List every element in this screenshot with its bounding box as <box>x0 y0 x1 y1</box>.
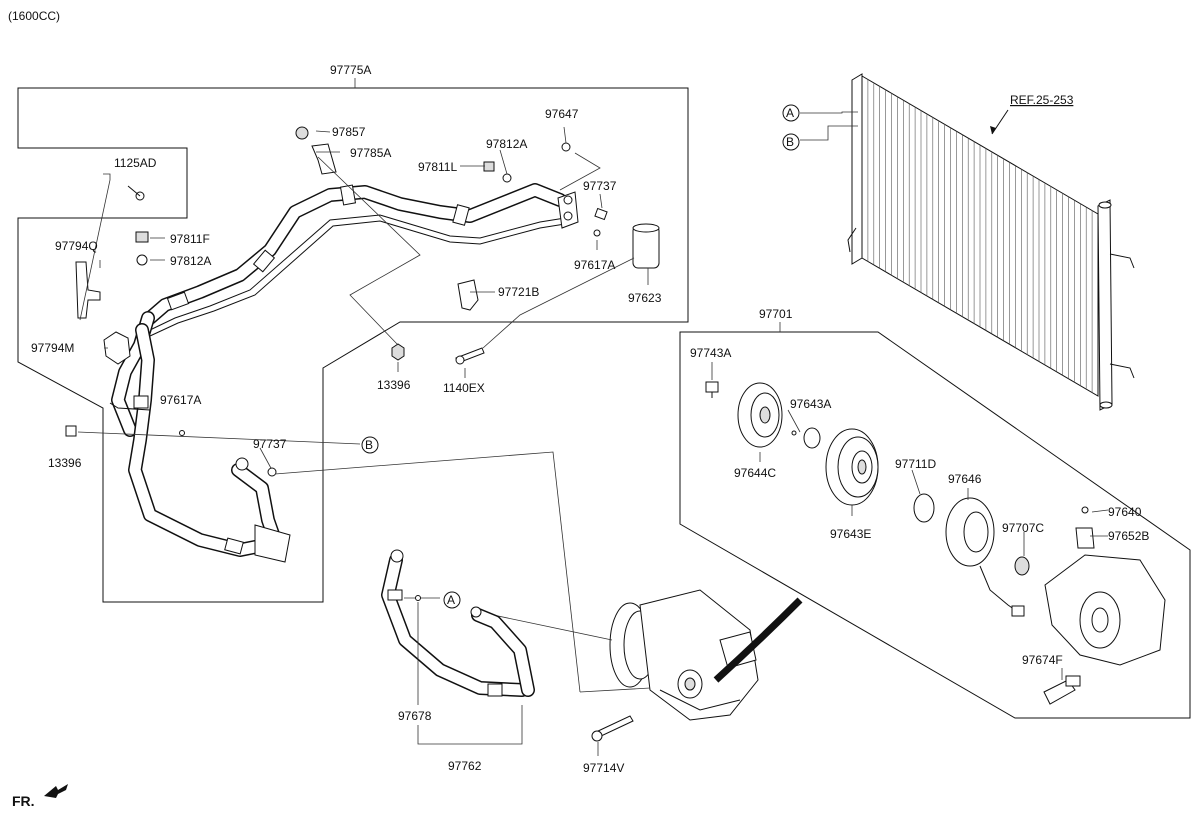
oring-97617A-top[interactable] <box>593 229 601 237</box>
part-97647-label[interactable]: 97647 <box>545 107 579 121</box>
part-97794Q-label[interactable]: 97794Q <box>55 239 98 253</box>
part-97617A-left-label[interactable]: 97617A <box>160 393 201 407</box>
cap-97857[interactable] <box>295 126 309 140</box>
part-97811L-label[interactable]: 97811L <box>418 160 457 174</box>
hose-assembly-97762[interactable] <box>381 549 535 697</box>
part-97762-label[interactable]: 97762 <box>448 759 482 773</box>
bolt-97714V[interactable] <box>591 715 634 742</box>
connector-b-letter: B <box>365 438 373 452</box>
part-97721B-label[interactable]: 97721B <box>498 285 539 299</box>
part-97743A-label[interactable]: 97743A <box>690 346 731 360</box>
bolt-97647[interactable] <box>561 142 571 152</box>
condenser[interactable] <box>847 73 1135 411</box>
bolt-97743A[interactable] <box>705 381 719 398</box>
part-13396-center-label[interactable]: 13396 <box>377 378 411 392</box>
receiver-drier-97623[interactable] <box>632 223 660 269</box>
bracket-97794Q[interactable] <box>75 261 101 319</box>
hose-assembly-upper[interactable] <box>143 183 579 337</box>
reference-label[interactable]: REF.25-253 <box>1010 93 1074 107</box>
belt <box>713 597 803 683</box>
part-97711D-label[interactable]: 97711D <box>895 457 936 471</box>
nut-97811L[interactable] <box>483 161 495 172</box>
part-13396-left-label[interactable]: 13396 <box>48 456 82 470</box>
part-97643E-label[interactable]: 97643E <box>830 527 871 541</box>
liquid-line[interactable] <box>231 457 291 563</box>
part-97857-label[interactable]: 97857 <box>332 125 366 139</box>
connector-b-marker-left: B <box>361 436 379 454</box>
part-1140EX-label[interactable]: 1140EX <box>443 381 485 395</box>
part-97623-label[interactable]: 97623 <box>628 291 662 305</box>
connector-a-marker-bottom: A <box>443 591 461 609</box>
part-97811F-label[interactable]: 97811F <box>170 232 210 246</box>
hose-assembly-left[interactable] <box>109 311 272 557</box>
connector-a-letter-bottom: A <box>447 593 455 607</box>
seal-97737-top[interactable] <box>594 207 608 221</box>
part-97785A-label[interactable]: 97785A <box>350 146 391 160</box>
nut-13396-center[interactable] <box>391 343 405 361</box>
connector-b-marker-right: B <box>782 133 800 151</box>
bolt-1140EX[interactable] <box>455 347 485 365</box>
pulley-97643E[interactable] <box>825 428 879 506</box>
part-97714V-label[interactable]: 97714V <box>583 761 624 775</box>
part-1125AD-label[interactable]: 1125AD <box>114 156 157 170</box>
group-97701-outline <box>679 331 1191 719</box>
part-97775A-label[interactable]: 97775A <box>330 63 371 77</box>
bracket-97652B[interactable] <box>1075 527 1095 549</box>
field-coil-97646[interactable] <box>945 497 1025 617</box>
oring-97812A-left[interactable] <box>136 254 148 266</box>
reference-arrow <box>991 109 1009 135</box>
group-97775A-outline <box>17 87 689 603</box>
front-label: FR. <box>12 793 35 809</box>
connector-b-letter-right: B <box>786 135 794 149</box>
valve-97785A[interactable] <box>311 143 337 175</box>
shim-97643A[interactable] <box>791 427 821 449</box>
part-97640-label[interactable]: 97640 <box>1108 505 1142 519</box>
clip-97794M[interactable] <box>103 331 131 365</box>
part-97794M-label[interactable]: 97794M <box>31 341 74 355</box>
part-97707C-label[interactable]: 97707C <box>1002 521 1044 535</box>
snap-ring-97711D[interactable] <box>913 493 935 523</box>
engine-label: (1600CC) <box>8 9 60 23</box>
part-97617A-top-label[interactable]: 97617A <box>574 258 615 272</box>
part-97646-label[interactable]: 97646 <box>948 472 982 486</box>
part-97674F-label[interactable]: 97674F <box>1022 653 1063 667</box>
part-97701-label[interactable]: 97701 <box>759 307 793 321</box>
sensor-97674F[interactable] <box>1043 675 1081 705</box>
switch-97721B[interactable] <box>457 279 479 311</box>
part-97644C-label[interactable]: 97644C <box>734 466 776 480</box>
part-97737-top-label[interactable]: 97737 <box>583 179 617 193</box>
part-97812A-top-label[interactable]: 97812A <box>486 137 527 151</box>
valve-97640[interactable] <box>1081 506 1089 514</box>
part-97652B-label[interactable]: 97652B <box>1108 529 1149 543</box>
clutch-plate-97644C[interactable] <box>737 382 783 448</box>
washer-97707C[interactable] <box>1014 556 1030 576</box>
oring-97812A-top[interactable] <box>502 173 512 183</box>
part-97812A-left-label[interactable]: 97812A <box>170 254 211 268</box>
nut-97811F[interactable] <box>135 231 149 243</box>
part-97678-label[interactable]: 97678 <box>398 709 432 723</box>
connector-a-marker-right: A <box>782 104 800 122</box>
nut-13396-left[interactable] <box>65 425 77 437</box>
part-97643A-label[interactable]: 97643A <box>790 397 831 411</box>
connector-a-letter-right: A <box>786 106 794 120</box>
front-arrow-icon <box>44 784 68 798</box>
bolt-1125AD[interactable] <box>127 185 145 201</box>
part-97737-mid-label[interactable]: 97737 <box>253 437 287 451</box>
compressor-assembly[interactable] <box>609 589 759 721</box>
compressor-body-exploded[interactable] <box>1044 554 1166 666</box>
front-indicator: FR. <box>12 784 68 809</box>
